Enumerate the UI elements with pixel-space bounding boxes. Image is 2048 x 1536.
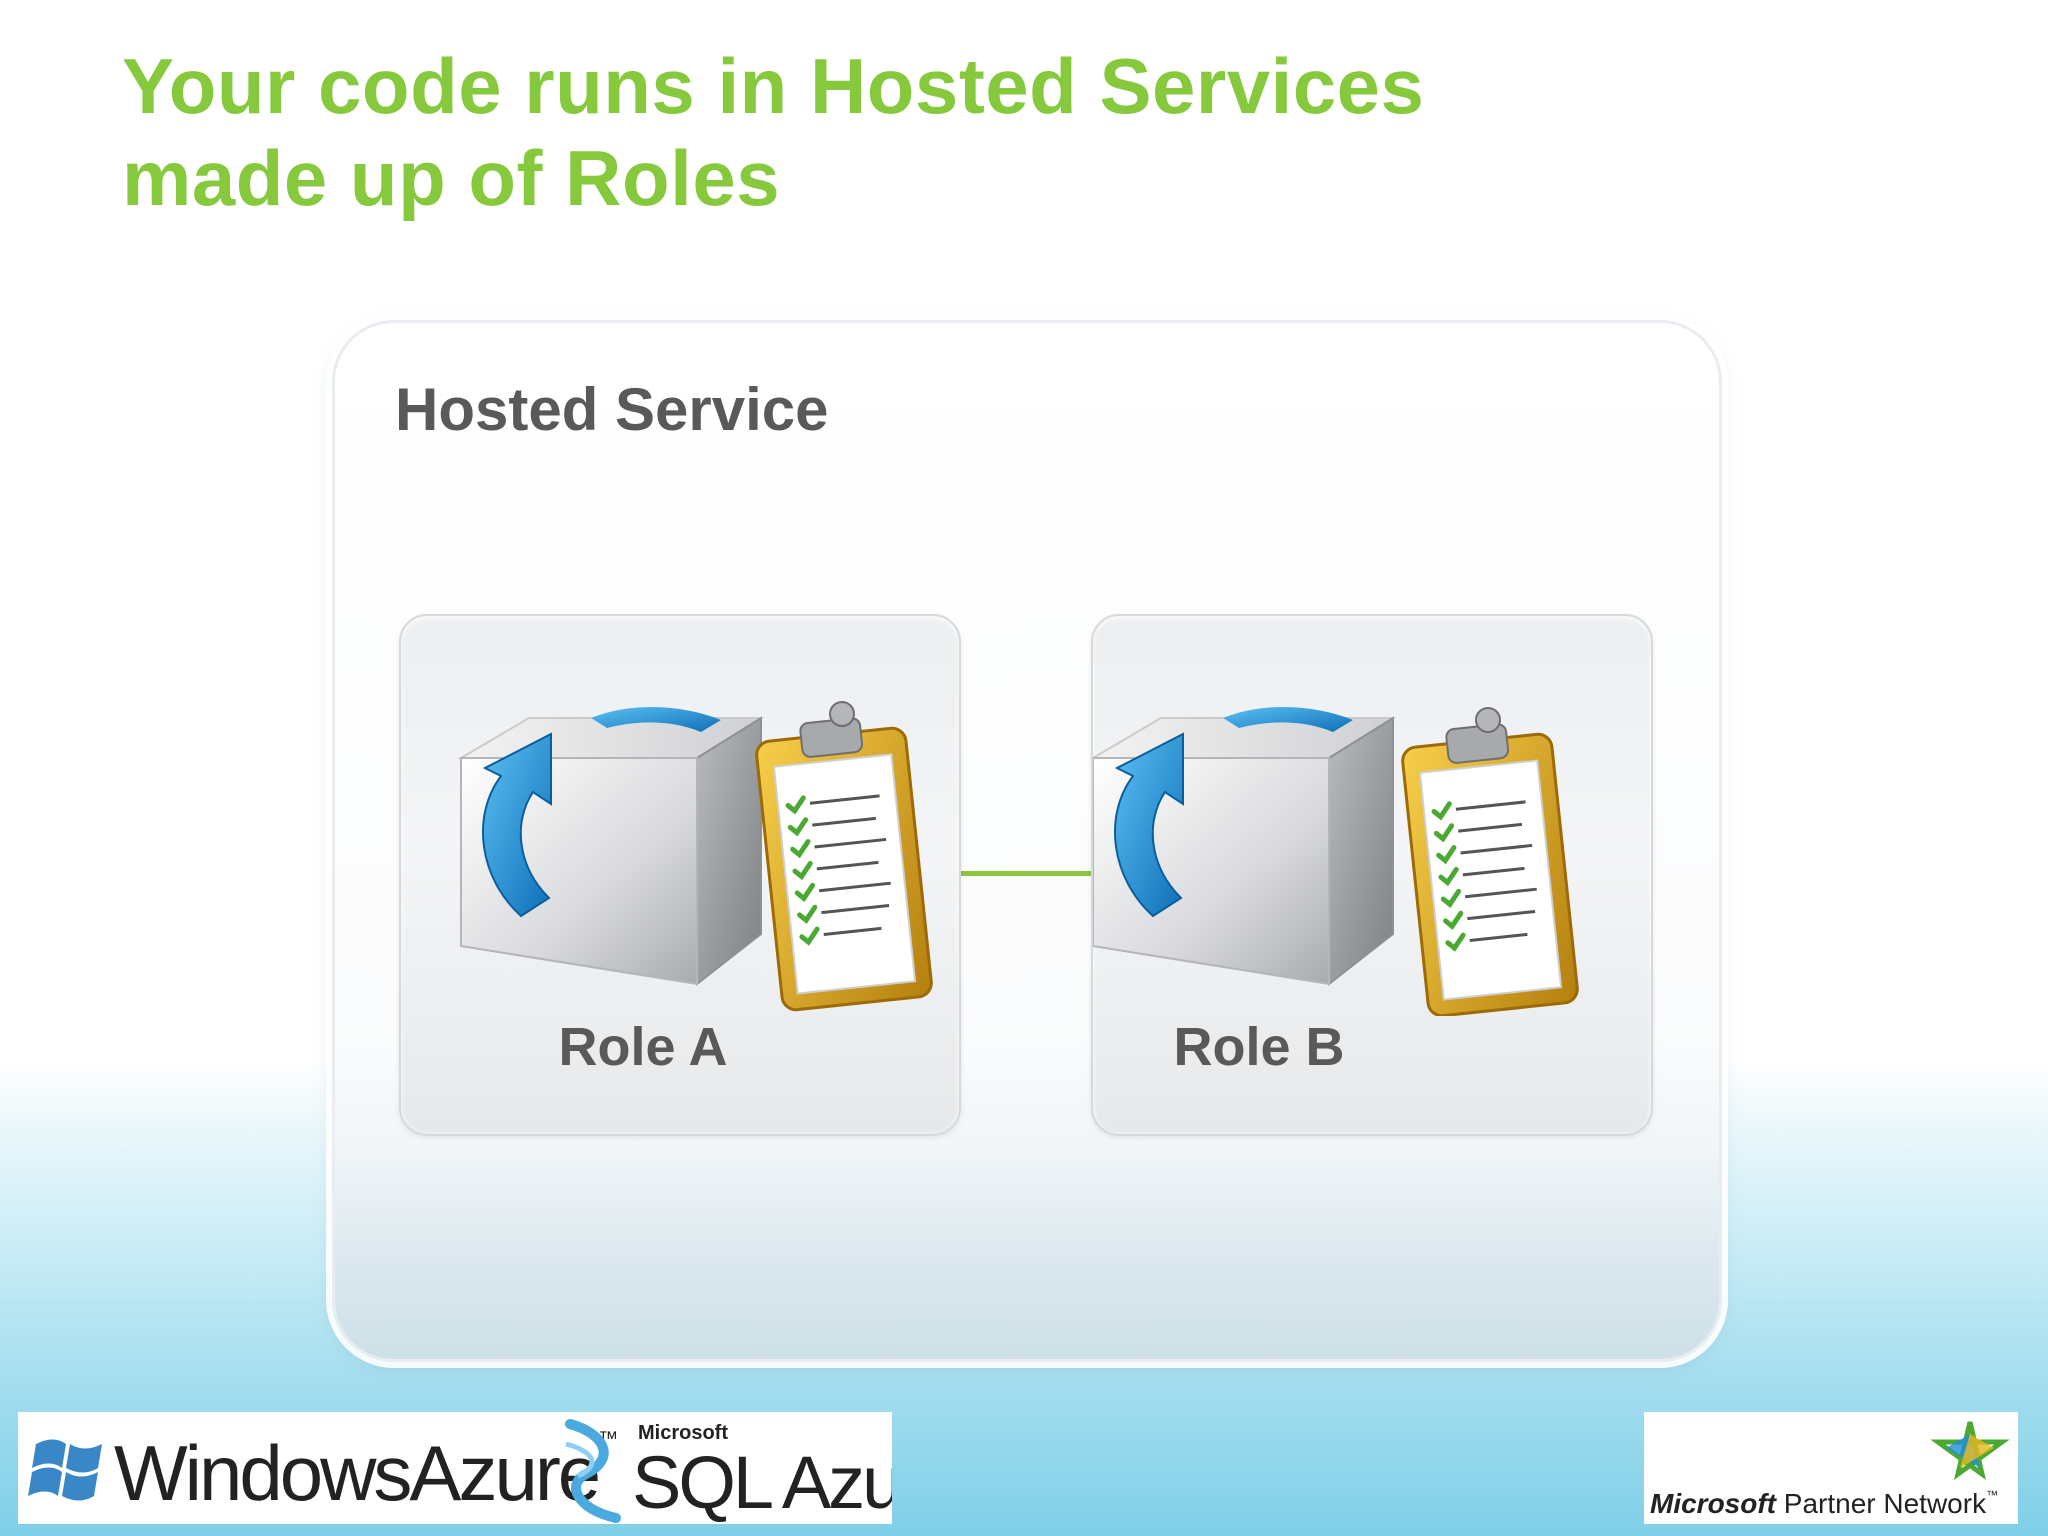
slide-title-line-1: Your code runs in Hosted Services bbox=[122, 42, 1425, 130]
role-connector-line bbox=[957, 871, 1093, 876]
role-b-label: Role B bbox=[1173, 1017, 1345, 1077]
role-b-graphic bbox=[1093, 706, 1579, 1016]
slide-title: Your code runs in Hosted Services made u… bbox=[122, 40, 1424, 224]
role-b-card: Role B bbox=[1091, 614, 1653, 1136]
logo-windows-text: Windows bbox=[114, 1429, 412, 1517]
hosted-service-label: Hosted Service bbox=[395, 376, 829, 443]
logo-microsoft-small: Microsoft bbox=[638, 1422, 728, 1444]
box-arrow-icon bbox=[457, 706, 765, 987]
role-a-label: Role A bbox=[558, 1017, 728, 1077]
windows-flag-icon bbox=[28, 1439, 102, 1501]
logo-mpn-microsoft: Microsoft bbox=[1650, 1488, 1776, 1519]
clipboard-checklist-icon bbox=[1401, 707, 1579, 1016]
clipboard-checklist-icon bbox=[755, 701, 933, 1012]
logo-sql-text: SQL bbox=[632, 1441, 771, 1524]
role-a-card: Role A bbox=[399, 614, 961, 1136]
box-arrow-icon bbox=[1093, 706, 1397, 987]
sql-azure-swirl-icon bbox=[565, 1419, 621, 1523]
role-a-graphic bbox=[457, 701, 933, 1012]
partner-network-star-icon bbox=[1930, 1421, 2010, 1480]
windows-sql-azure-logo: WindowsAzure™ Microsoft SQL Azure™ bbox=[18, 1412, 892, 1524]
logo-mpn-text: Partner Network bbox=[1783, 1488, 1987, 1519]
logo-mpn-tm: ™ bbox=[1986, 1488, 1999, 1502]
microsoft-partner-network-logo: Microsoft Partner Network™ bbox=[1644, 1412, 2018, 1524]
logo-sql-azure-text: Azure bbox=[781, 1441, 892, 1524]
slide-title-line-2: made up of Roles bbox=[122, 134, 781, 222]
